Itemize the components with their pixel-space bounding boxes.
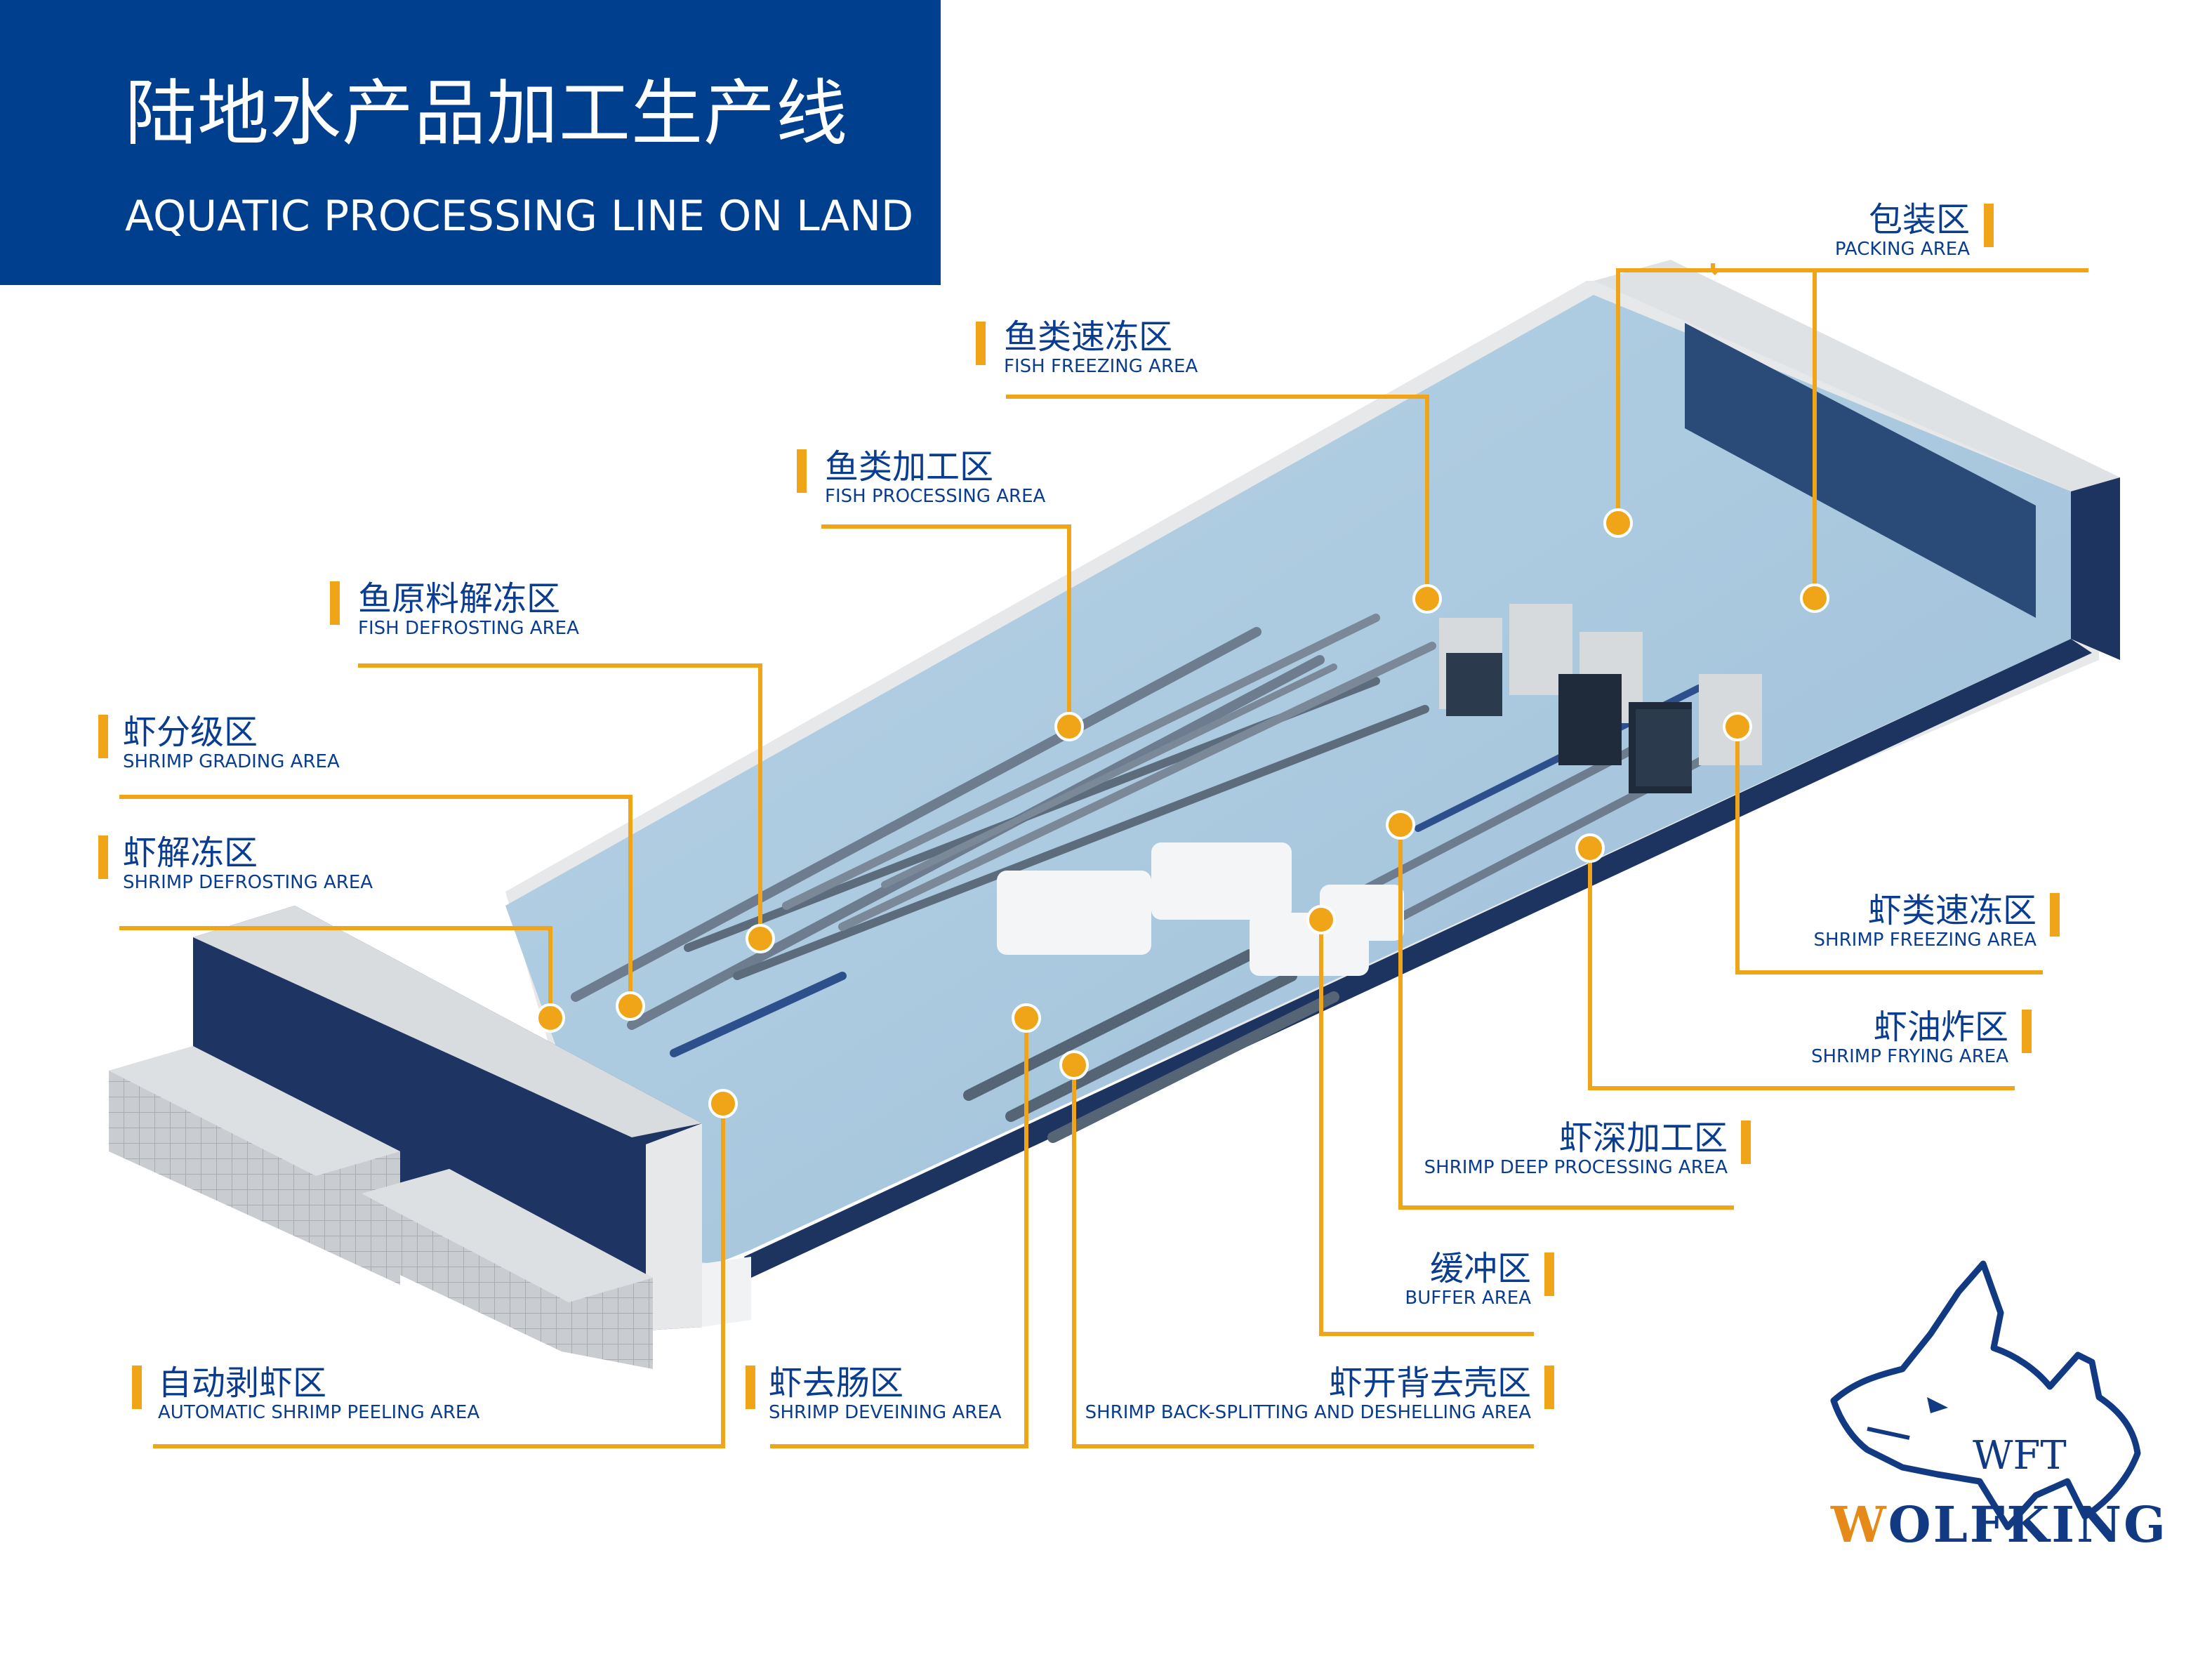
dot-fish-freezing: [1412, 584, 1442, 614]
dot-shrimp-deep-processing: [1386, 810, 1415, 840]
label-zh: 包装区: [1868, 200, 1970, 239]
page-title: 陆地水产品加工生产线: [125, 72, 848, 156]
label-en: SHRIMP FRYING AREA: [1811, 1046, 2008, 1068]
label-en: SHRIMP GRADING AREA: [123, 751, 340, 773]
label-shrimp-deep-processing: 虾深加工区 SHRIMP DEEP PROCESSING AREA: [1424, 1121, 1728, 1180]
logo-monogram: WFT: [1973, 1433, 2067, 1479]
floor: [505, 295, 2071, 1264]
label-en: FISH DEFROSTING AREA: [358, 618, 579, 640]
label-shrimp-frying: 虾油炸区 SHRIMP FRYING AREA: [1811, 1010, 2008, 1069]
dot-fish-processing: [1054, 712, 1084, 741]
label-fish-processing: 鱼类加工区 FISH PROCESSING AREA: [825, 449, 1045, 509]
label-zh: 虾类速冻区: [1867, 891, 2037, 930]
label-zh: 虾分级区: [123, 713, 258, 752]
dot-shrimp-back-splitting: [1059, 1050, 1089, 1080]
label-marker: [1544, 1366, 1554, 1409]
label-shrimp-deveining: 虾去肠区 SHRIMP DEVEINING AREA: [769, 1366, 1002, 1425]
dot-fish-defrosting: [746, 924, 775, 953]
leader-lines: [119, 263, 2088, 1448]
label-marker: [98, 715, 108, 758]
dot-packing: [1603, 508, 1633, 538]
label-zh: 自动剥虾区: [158, 1363, 327, 1403]
label-en: FISH FREEZING AREA: [1004, 356, 1198, 378]
label-packing: 包装区 PACKING AREA: [1835, 202, 1970, 262]
label-shrimp-grading: 虾分级区 SHRIMP GRADING AREA: [123, 715, 340, 774]
label-marker: [98, 835, 108, 879]
dot-packing-2: [1800, 583, 1829, 613]
dot-shrimp-frying: [1575, 833, 1605, 863]
header-banner: 陆地水产品加工生产线 AQUATIC PROCESSING LINE ON LA…: [0, 0, 941, 285]
label-en: SHRIMP BACK-SPLITTING AND DESHELLING ARE…: [1085, 1402, 1531, 1424]
brand-rest: OLFKING: [1888, 1495, 2168, 1554]
dot-shrimp-grading: [616, 991, 645, 1021]
label-fish-defrosting: 鱼原料解冻区 FISH DEFROSTING AREA: [358, 581, 579, 641]
label-en: PACKING AREA: [1834, 239, 1970, 260]
label-marker: [330, 581, 340, 625]
label-zh: 鱼类加工区: [825, 447, 994, 487]
label-shrimp-freezing: 虾类速冻区 SHRIMP FREEZING AREA: [1814, 893, 2037, 953]
label-marker: [2050, 893, 2060, 937]
packing-block: [1594, 260, 2120, 660]
label-en: BUFFER AREA: [1405, 1288, 1531, 1309]
dot-buffer: [1306, 905, 1336, 934]
label-en: SHRIMP DEVEINING AREA: [769, 1402, 1002, 1424]
label-marker: [2022, 1010, 2032, 1053]
label-zh: 鱼类速冻区: [1004, 317, 1173, 357]
cold-storage-block: [193, 906, 702, 1330]
label-marker: [976, 322, 986, 365]
label-en: AUTOMATIC SHRIMP PEELING AREA: [158, 1402, 480, 1424]
label-automatic-shrimp-peeling: 自动剥虾区 AUTOMATIC SHRIMP PEELING AREA: [158, 1366, 479, 1425]
label-marker: [797, 449, 807, 493]
dot-shrimp-freezing: [1723, 712, 1752, 741]
label-zh: 虾开背去壳区: [1328, 1363, 1531, 1403]
dot-shrimp-deveining: [1012, 1003, 1041, 1033]
label-zh: 虾去肠区: [769, 1363, 904, 1403]
label-en: SHRIMP DEEP PROCESSING AREA: [1424, 1157, 1728, 1179]
label-fish-freezing: 鱼类速冻区 FISH FREEZING AREA: [1004, 319, 1198, 379]
leader-dots: [536, 508, 1829, 1118]
wolf-head-icon: WFT: [1830, 1260, 2141, 1531]
label-marker: [1741, 1121, 1751, 1164]
building: [109, 260, 2120, 1369]
dot-shrimp-defrosting: [536, 1003, 565, 1033]
brand-name: WOLFKING: [1831, 1495, 2168, 1554]
label-marker: [746, 1366, 755, 1409]
label-buffer: 缓冲区 BUFFER AREA: [1405, 1251, 1531, 1311]
label-marker: [132, 1366, 142, 1409]
label-zh: 缓冲区: [1429, 1249, 1531, 1288]
spiral-freezers: [1439, 604, 1762, 793]
label-en: SHRIMP DEFROSTING AREA: [123, 872, 373, 894]
page-subtitle: AQUATIC PROCESSING LINE ON LAND: [125, 192, 914, 241]
label-marker: [1544, 1252, 1554, 1296]
label-shrimp-back-splitting: 虾开背去壳区 SHRIMP BACK-SPLITTING AND DESHELL…: [1085, 1366, 1531, 1425]
label-zh: 鱼原料解冻区: [358, 579, 561, 619]
buffer-tubs: [997, 842, 1404, 976]
dot-automatic-shrimp-peeling: [708, 1089, 738, 1118]
processing-lines: [571, 614, 1710, 1143]
label-zh: 虾油炸区: [1873, 1007, 2008, 1047]
label-zh: 虾解冻区: [123, 833, 258, 873]
brand-initial: W: [1831, 1495, 1888, 1554]
label-en: SHRIMP FREEZING AREA: [1813, 930, 2037, 951]
label-marker: [1984, 204, 1994, 247]
label-zh: 虾深加工区: [1558, 1118, 1728, 1158]
label-shrimp-defrosting: 虾解冻区 SHRIMP DEFROSTING AREA: [123, 835, 373, 895]
label-en: FISH PROCESSING AREA: [825, 486, 1046, 508]
